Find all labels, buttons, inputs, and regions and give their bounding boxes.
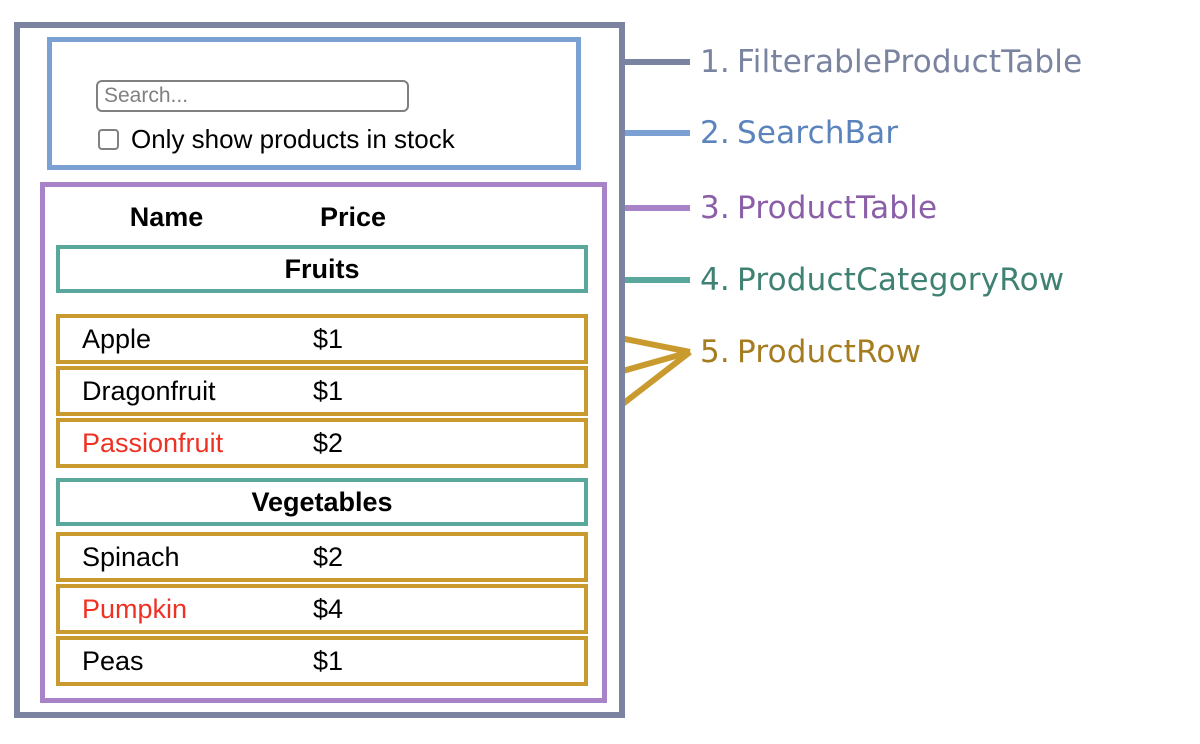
product-name: Apple [82, 323, 152, 354]
annotation-text: SearchBar [736, 115, 899, 151]
product-name: Peas [82, 645, 144, 676]
product-row: Passionfruit $2 [56, 418, 588, 468]
annotation-label-product-table: 3.ProductTable [700, 193, 937, 224]
in-stock-checkbox[interactable] [98, 128, 119, 150]
search-input[interactable] [96, 80, 409, 112]
product-price: $1 [313, 645, 344, 676]
annotation-text: FilterableProductTable [736, 44, 1083, 80]
annotation-number: 4. [700, 262, 730, 298]
product-category-label: Fruits [284, 253, 360, 284]
in-stock-filter-row[interactable]: Only show products in stock [98, 126, 455, 152]
column-header-price: Price [319, 201, 387, 232]
annotation-text: ProductCategoryRow [736, 262, 1065, 298]
product-category-row: Vegetables [56, 478, 588, 526]
product-price: $1 [313, 323, 344, 354]
product-table: Name Price Fruits Apple $1 Dragonfruit $… [40, 182, 607, 703]
annotation-label-product-category-row: 4.ProductCategoryRow [700, 265, 1064, 296]
product-row: Peas $1 [56, 636, 588, 686]
product-price: $2 [313, 541, 344, 572]
annotation-label-search-bar: 2.SearchBar [700, 118, 898, 149]
product-category-label: Vegetables [251, 486, 393, 517]
product-price: $2 [313, 427, 344, 458]
product-category-row: Fruits [56, 245, 588, 293]
annotation-number: 3. [700, 190, 730, 226]
product-row: Apple $1 [56, 314, 588, 364]
product-row: Dragonfruit $1 [56, 366, 588, 416]
product-name: Passionfruit [82, 427, 224, 458]
annotation-label-filterable-product-table: 1.FilterableProductTable [700, 47, 1082, 78]
product-price: $1 [313, 375, 344, 406]
product-name: Pumpkin [82, 593, 188, 624]
annotation-label-product-row: 5.ProductRow [700, 337, 921, 368]
annotation-text: ProductTable [736, 190, 938, 226]
search-bar: Only show products in stock [47, 37, 581, 170]
annotation-number: 5. [700, 334, 730, 370]
annotation-text: ProductRow [736, 334, 922, 370]
product-name: Spinach [82, 541, 180, 572]
annotation-number: 2. [700, 115, 730, 151]
product-price: $4 [313, 593, 344, 624]
product-row: Spinach $2 [56, 532, 588, 582]
in-stock-checkbox-label: Only show products in stock [131, 124, 455, 154]
product-name: Dragonfruit [82, 375, 216, 406]
product-row: Pumpkin $4 [56, 584, 588, 634]
annotation-number: 1. [700, 44, 730, 80]
product-table-header: Name Price [55, 195, 592, 239]
column-header-name: Name [129, 201, 204, 232]
